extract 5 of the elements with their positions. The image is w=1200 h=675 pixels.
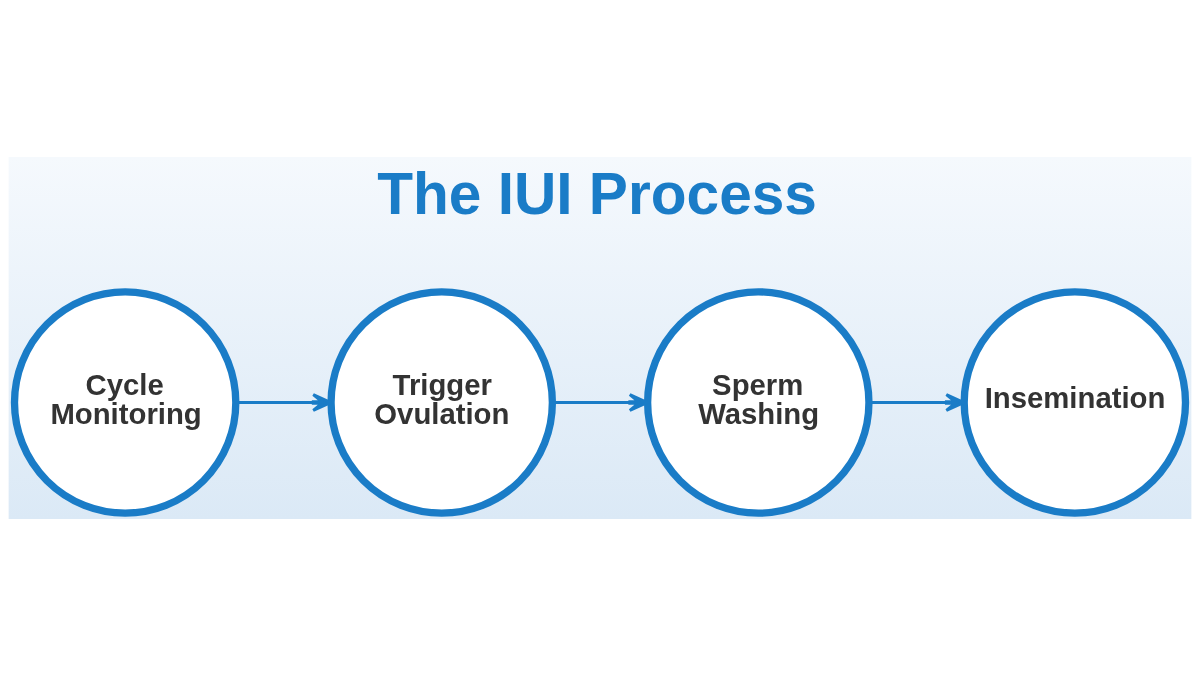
node-circle: Sperm Washing (643, 287, 873, 517)
node-circle: Cycle Monitoring (10, 287, 240, 517)
node-circle: Insemination (960, 287, 1190, 517)
node-circle: Trigger Ovulation (327, 287, 557, 517)
diagram-title: The IUI Process (377, 160, 817, 226)
